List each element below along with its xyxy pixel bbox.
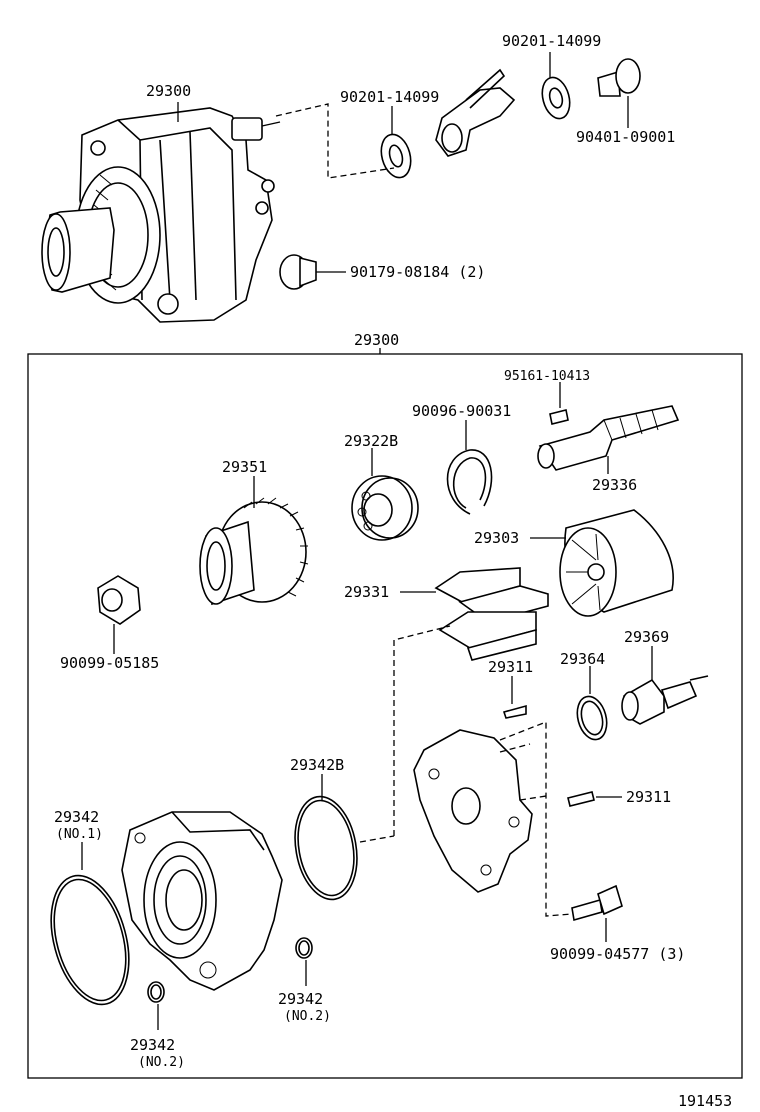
- label-plug: 90179-08184 (2): [350, 263, 485, 281]
- bolt-part: [571, 884, 623, 922]
- label-pin-right: 29311: [626, 788, 671, 806]
- gear-part: [199, 497, 309, 606]
- label-oring-small-left: 29342: [130, 1036, 175, 1054]
- label-gasket-left: 90201-14099: [340, 88, 439, 106]
- plug-part: [279, 254, 317, 290]
- bearing-part: [351, 475, 419, 541]
- label-oring-small-right-sub: (NO.2): [284, 1009, 331, 1024]
- cover-plate-part: [413, 729, 533, 893]
- gasket-left: [380, 133, 412, 179]
- snap-ring-part: [446, 449, 493, 515]
- oring-small-right-part: [295, 937, 313, 959]
- key-part: [549, 409, 569, 425]
- label-pump-assy-box: 29300: [354, 331, 399, 349]
- label-key: 95161-10413: [504, 369, 590, 384]
- label-vane: 29331: [344, 583, 389, 601]
- label-gear: 29351: [222, 458, 267, 476]
- label-bearing: 29322B: [344, 432, 398, 450]
- label-union-bolt: 90401-09001: [576, 128, 675, 146]
- label-shaft: 29336: [592, 476, 637, 494]
- shaft-part: [537, 405, 680, 471]
- label-rotor: 29303: [474, 529, 519, 547]
- label-oring-large-left: 29342: [54, 808, 99, 826]
- pin-upper-part: [502, 704, 527, 719]
- union-bolt-top: [597, 58, 641, 97]
- label-oring-small: 29364: [560, 650, 605, 668]
- oring-small-left-part: [147, 981, 165, 1003]
- assembly-guide-housing: [359, 835, 395, 843]
- oring-large-left-part: [50, 874, 130, 1006]
- label-bolt: 90099-04577 (3): [550, 945, 685, 963]
- vane-part: [434, 567, 549, 661]
- gasket-right: [541, 76, 571, 120]
- label-check-valve: 29369: [624, 628, 669, 646]
- check-valve-part: [621, 675, 709, 725]
- label-oring-small-right: 29342: [278, 990, 323, 1008]
- assembly-guide-pin-2: [499, 743, 547, 801]
- label-oring-large-mid: 29342B: [290, 756, 344, 774]
- vacuum-pump-assembly: [41, 107, 281, 323]
- union-hose-fitting: [435, 68, 516, 157]
- pin-right-part: [567, 791, 595, 807]
- exploded-view-frame: [27, 353, 743, 1079]
- nut-part: [97, 575, 141, 625]
- label-oring-large-left-sub: (NO.1): [56, 827, 103, 842]
- label-gasket-right: 90201-14099: [502, 32, 601, 50]
- oring-small-part: [576, 695, 608, 741]
- assembly-guide-pin: [499, 721, 573, 917]
- label-pump-assy-top: 29300: [146, 82, 191, 100]
- label-nut: 90099-05185: [60, 654, 159, 672]
- rotor-part: [559, 509, 674, 617]
- label-pin-upper: 29311: [488, 658, 533, 676]
- oring-large-mid-part: [294, 795, 358, 901]
- label-oring-small-left-sub: (NO.2): [138, 1055, 185, 1070]
- pump-housing-part: [121, 811, 283, 991]
- label-snap-ring: 90096-90031: [412, 402, 511, 420]
- diagram-id: 191453: [678, 1092, 732, 1110]
- assembly-guide-vanes: [393, 625, 451, 836]
